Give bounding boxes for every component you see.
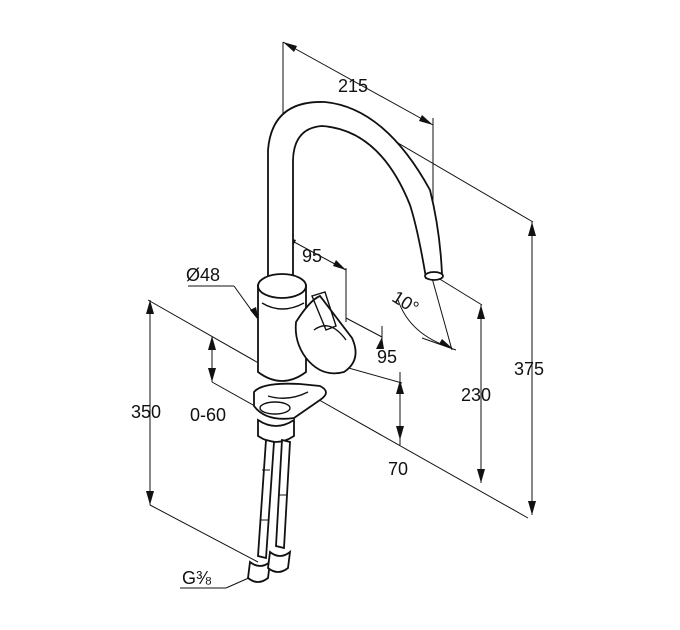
swivel-angle-label: 10°	[389, 287, 423, 318]
outlet-height-label: 230	[461, 385, 491, 405]
hose-length-label: 350	[131, 402, 161, 422]
connection-thread-label: G⅜	[182, 568, 212, 588]
body-diameter-label: Ø48	[186, 265, 220, 285]
mount-range-label: 0-60	[190, 405, 226, 425]
base-height-label: 70	[388, 459, 408, 479]
total-height-label: 375	[514, 359, 544, 379]
supply-hoses	[247, 438, 292, 583]
handle-width-label: 95	[377, 347, 397, 367]
handle-depth-label: 95	[302, 246, 322, 266]
spout-reach-label: 215	[338, 76, 368, 96]
faucet-body	[253, 101, 444, 443]
